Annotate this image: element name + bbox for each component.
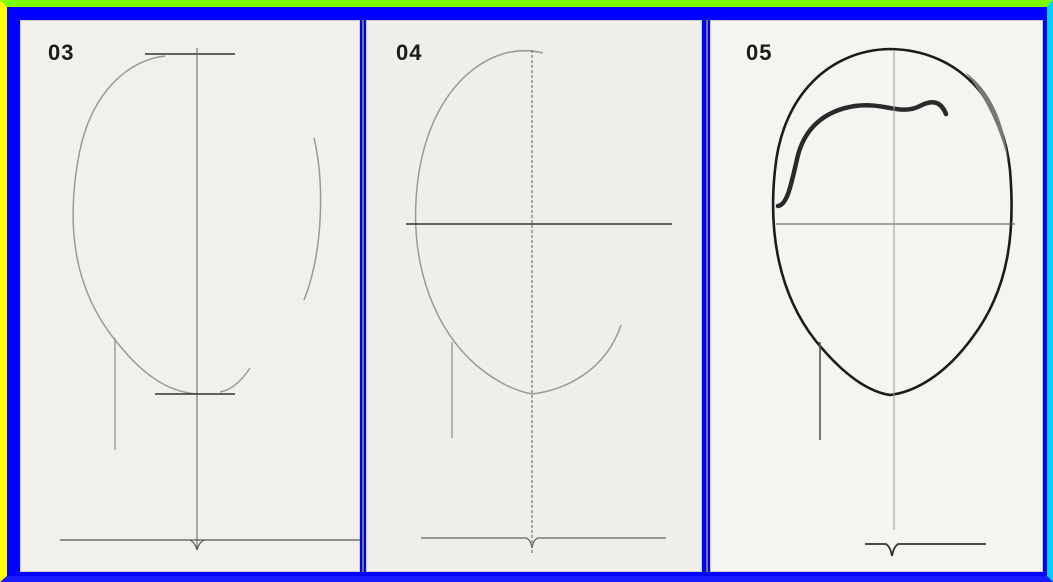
drawing-canvas: 03 04 [7,7,1047,576]
step-panel-04: 04 [366,20,702,572]
head-outline [773,49,1012,395]
panel-divider [362,20,364,572]
panel-divider [706,20,708,572]
hairline-stroke [778,102,946,206]
collar-notch [865,544,986,556]
head-sketch-step-03 [20,20,360,572]
jaw-arc-right [532,325,621,394]
step-panel-05: 05 [710,20,1043,572]
head-sketch-step-04 [366,20,702,572]
step-panel-03: 03 [20,20,360,572]
head-top-arc [416,51,543,394]
jaw-stroke-right [220,368,250,392]
head-sketch-step-05 [710,20,1043,572]
shoulder-line [421,538,666,548]
cheek-arc-right [304,138,321,300]
crown-shading [965,72,1008,160]
head-contour-left [73,56,197,394]
